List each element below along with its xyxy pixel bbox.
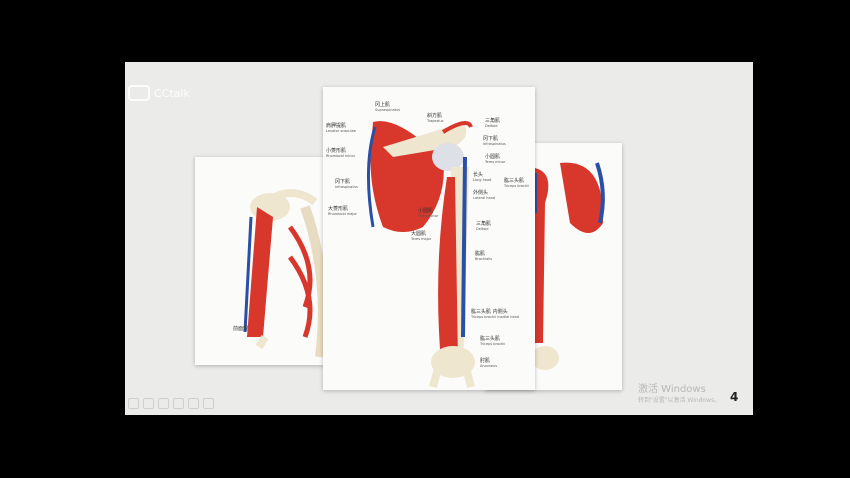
front-caption: 前面观 bbox=[233, 326, 249, 332]
camera-icon bbox=[128, 85, 150, 101]
anatomy-image-front: 前面观 bbox=[195, 157, 325, 365]
windows-activation-watermark: 激活 Windows 转到"设置"以激活 Windows。 bbox=[638, 384, 721, 404]
pointer-icon[interactable] bbox=[188, 398, 199, 409]
eraser-icon[interactable] bbox=[173, 398, 184, 409]
zoom-icon[interactable] bbox=[158, 398, 169, 409]
posterior-shoulder-illustration bbox=[366, 121, 475, 389]
more-icon[interactable] bbox=[203, 398, 214, 409]
slides-icon[interactable] bbox=[143, 398, 154, 409]
pen-icon[interactable] bbox=[128, 398, 139, 409]
slide-toolbar bbox=[128, 398, 214, 409]
cctalk-logo: CCtalk bbox=[128, 82, 208, 104]
front-view-illustration bbox=[243, 189, 325, 358]
page-number: 4 bbox=[730, 390, 739, 404]
logo-text: CCtalk bbox=[154, 86, 190, 100]
